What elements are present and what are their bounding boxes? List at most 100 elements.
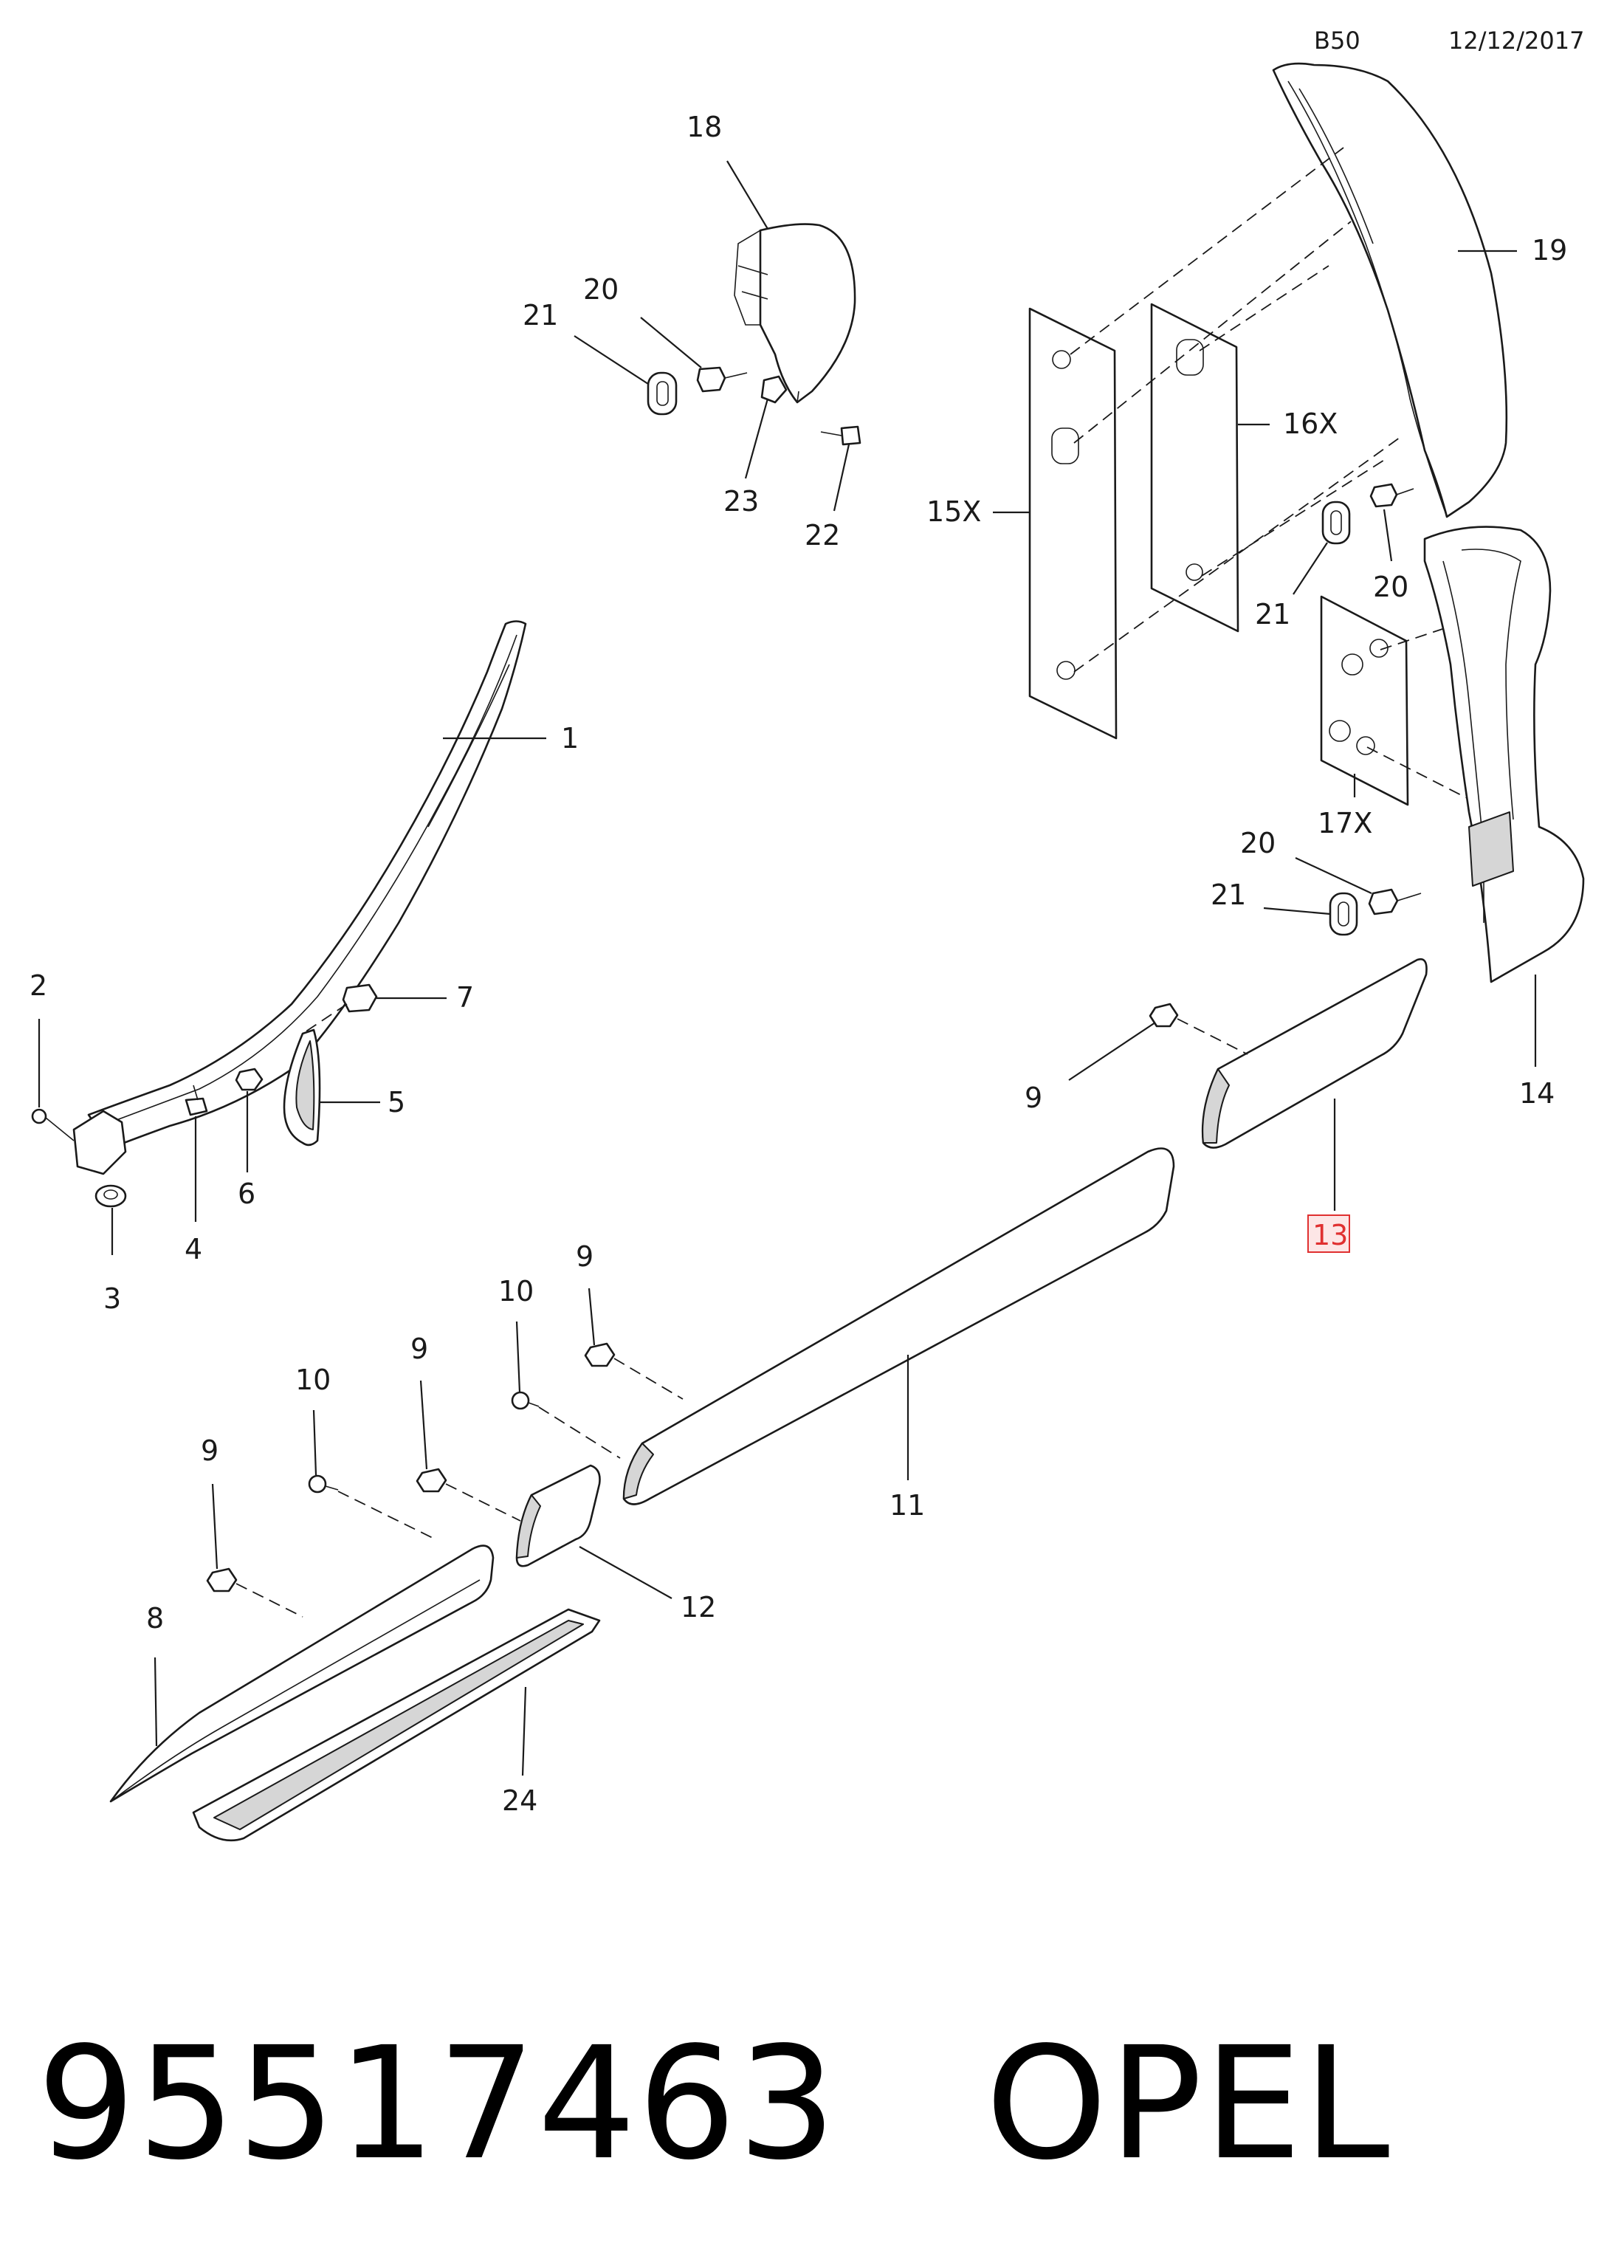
- screw-2: [31, 1108, 75, 1141]
- callout-13: 13: [1312, 1219, 1348, 1251]
- part-12-end-piece: [515, 1464, 601, 1567]
- grommet-21-low: [1329, 892, 1358, 936]
- callout-1: 1: [561, 722, 579, 755]
- callout-12: 12: [681, 1591, 716, 1623]
- callout-3: 3: [103, 1282, 121, 1315]
- callout-21-mid: 21: [1255, 598, 1290, 630]
- callout-23: 23: [723, 485, 759, 518]
- clip-4: [185, 1085, 208, 1116]
- callout-10-left: 10: [295, 1364, 331, 1396]
- fastener-7: [342, 983, 378, 1013]
- leader-18: [726, 160, 768, 230]
- callout-11: 11: [890, 1489, 925, 1522]
- dash-10-8: [337, 1491, 436, 1540]
- part-number: 95517463: [37, 2013, 838, 2194]
- callout-19: 19: [1532, 234, 1567, 267]
- callout-20-mid: 20: [1373, 571, 1408, 603]
- callout-18: 18: [687, 111, 722, 143]
- brand-name: OPEL: [985, 2013, 1391, 2194]
- fastener-20-top: [696, 366, 748, 393]
- clip-3: [94, 1184, 127, 1208]
- leader-20-low: [1295, 857, 1372, 894]
- dash-16x-19a: [1199, 265, 1329, 351]
- leader-20-mid: [1383, 509, 1393, 562]
- callout-2: 2: [30, 969, 47, 1002]
- part-18-cap: [734, 223, 856, 404]
- part-8-fender-molding: [109, 1544, 495, 1803]
- callout-21-low: 21: [1211, 879, 1246, 911]
- part-19-rear-trim: [1272, 62, 1508, 518]
- leader-8: [154, 1657, 158, 1747]
- callout-22: 22: [805, 519, 840, 551]
- callout-9-right: 9: [1025, 1082, 1042, 1114]
- dash-7-5: [302, 1003, 348, 1034]
- dash-9-13: [1177, 1018, 1248, 1055]
- callout-8: 8: [146, 1602, 164, 1635]
- callout-6: 6: [238, 1178, 255, 1210]
- leader-9-mid: [588, 1288, 596, 1346]
- callout-17x: 17X: [1318, 807, 1372, 839]
- grommet-21-mid: [1321, 501, 1351, 545]
- fastener-20-mid: [1369, 483, 1414, 508]
- leader-22: [833, 444, 850, 512]
- leader-24: [521, 1686, 527, 1776]
- part-24-adhesive-strip: [192, 1608, 601, 1842]
- part-17x-plate: [1320, 595, 1409, 806]
- dash-15x-19c: [1073, 435, 1403, 673]
- part-14-quarter-trim: [1423, 526, 1585, 983]
- callout-9-left-mid: 9: [410, 1333, 428, 1365]
- nut-6: [235, 1068, 264, 1091]
- fastener-20-low: [1368, 888, 1422, 915]
- callout-13-highlight: [1307, 1214, 1350, 1253]
- screw-10-mid: [511, 1391, 540, 1410]
- callout-21-top: 21: [523, 299, 558, 331]
- callout-7: 7: [456, 981, 474, 1014]
- nut-9-left: [206, 1567, 238, 1592]
- leader-9-left: [211, 1483, 219, 1570]
- leader-21-low: [1263, 907, 1331, 915]
- part-16x-plate: [1150, 303, 1239, 633]
- dash-10-11: [538, 1406, 621, 1459]
- leader-10-mid: [515, 1321, 521, 1393]
- grommet-21-top: [647, 371, 678, 416]
- callout-15x: 15X: [926, 495, 981, 528]
- part-13-quarter-molding: [1201, 958, 1428, 1149]
- dash-15x-19b: [1073, 221, 1352, 444]
- nut-9-right: [1149, 1003, 1179, 1028]
- callout-9-mid: 9: [576, 1240, 593, 1273]
- callout-10-mid: 10: [498, 1275, 534, 1307]
- dash-9-11: [613, 1358, 684, 1400]
- part-5-corner-trim: [283, 1028, 321, 1147]
- callout-20-top: 20: [583, 273, 619, 306]
- diagram-date: 12/12/2017: [1448, 27, 1584, 55]
- callout-4: 4: [185, 1233, 202, 1265]
- leader-9-left-mid: [419, 1380, 428, 1470]
- dash-17x-14a: [1380, 623, 1459, 650]
- leader-9-right: [1068, 1022, 1156, 1081]
- screw-10-left: [308, 1474, 339, 1494]
- callout-20-low: 20: [1240, 827, 1276, 859]
- callout-16x: 16X: [1283, 408, 1338, 440]
- diagram-code: B50: [1314, 27, 1360, 55]
- dash-17x-14b: [1366, 746, 1481, 805]
- dash-15x-19a: [1070, 147, 1344, 355]
- callout-9-left: 9: [201, 1434, 219, 1467]
- leader-10-left: [312, 1409, 317, 1476]
- leader-23: [744, 398, 769, 479]
- nut-9-left-mid: [416, 1468, 447, 1493]
- callout-5: 5: [388, 1086, 405, 1118]
- callout-14: 14: [1519, 1077, 1555, 1110]
- clip-23: [760, 375, 788, 404]
- nut-9-mid: [584, 1342, 616, 1367]
- dash-9-8: [235, 1583, 303, 1618]
- leader-20-top: [640, 317, 702, 368]
- dash-9-12: [445, 1483, 521, 1522]
- leader-21-mid: [1293, 542, 1328, 595]
- callout-24: 24: [502, 1784, 537, 1817]
- leader-21-top: [574, 335, 649, 385]
- screw-22: [820, 425, 861, 446]
- part-11-door-molding: [622, 1147, 1175, 1505]
